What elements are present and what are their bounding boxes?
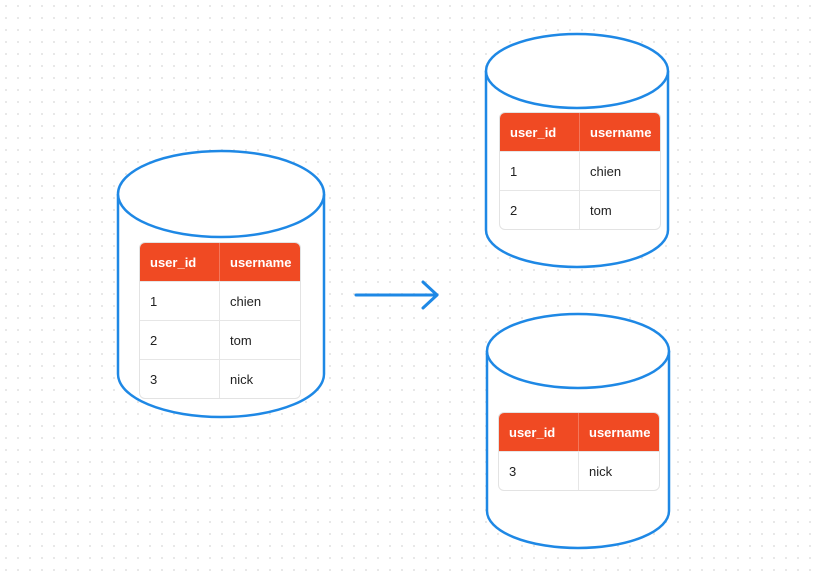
username-cell: tom <box>230 332 252 348</box>
column-header-user-id: user_id <box>140 243 220 281</box>
table-row: 3 nick <box>140 359 300 398</box>
column-header-username: username <box>230 254 292 270</box>
user-id-cell: 3 <box>499 452 579 490</box>
source-users-table: user_id username 1 chien 2 tom 3 nick <box>139 242 301 399</box>
table-row: 2 tom <box>140 320 300 359</box>
table-row: 1 chien <box>500 151 660 190</box>
username-cell: tom <box>590 202 612 218</box>
username-cell: chien <box>590 163 622 179</box>
table-header-row: user_id username <box>499 413 659 451</box>
user-id-cell: 2 <box>140 321 220 359</box>
split-arrow <box>354 280 439 310</box>
shard-1-users-table: user_id username 1 chien 2 tom <box>499 112 661 230</box>
column-header-username: username <box>589 424 651 440</box>
table-row: 2 tom <box>500 190 660 229</box>
shard-2-users-table: user_id username 3 nick <box>498 412 660 491</box>
user-id-cell: 1 <box>140 282 220 320</box>
username-cell: nick <box>589 463 613 479</box>
column-header-user-id: user_id <box>500 113 580 151</box>
username-cell: nick <box>230 371 254 387</box>
user-id-cell: 2 <box>500 191 580 229</box>
table-row: 1 chien <box>140 281 300 320</box>
user-id-cell: 1 <box>500 152 580 190</box>
username-cell: chien <box>230 293 262 309</box>
column-header-username: username <box>590 124 652 140</box>
column-header-user-id: user_id <box>499 413 579 451</box>
table-row: 3 nick <box>499 451 659 490</box>
user-id-cell: 3 <box>140 360 220 398</box>
table-header-row: user_id username <box>500 113 660 151</box>
table-header-row: user_id username <box>140 243 300 281</box>
